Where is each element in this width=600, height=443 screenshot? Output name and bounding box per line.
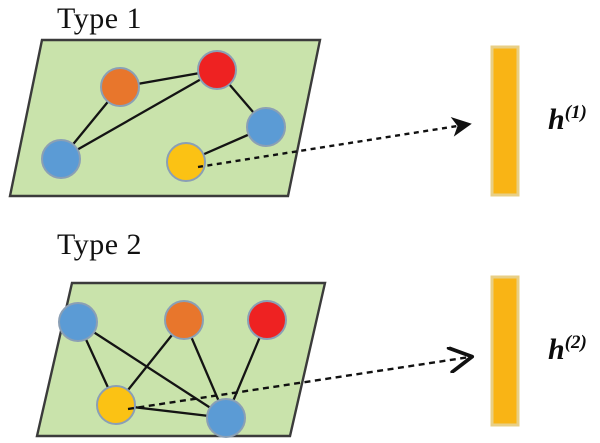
nodes-type-1 xyxy=(41,50,286,182)
output-label-type-1: h(1) xyxy=(548,103,587,135)
output-label-base: h xyxy=(548,103,565,136)
embedding-arrow-type-2 xyxy=(127,357,470,411)
graph-node[interactable] xyxy=(96,385,136,425)
output-label-base: h xyxy=(548,333,565,366)
panel-type-2 xyxy=(35,275,520,438)
output-label-superscript: (1) xyxy=(564,102,587,123)
embedding-bar-type-2 xyxy=(490,275,520,427)
panel-title-type-1: Type 1 xyxy=(57,2,143,35)
graph-node[interactable] xyxy=(206,398,246,438)
graph-node[interactable] xyxy=(197,50,237,90)
edge xyxy=(59,68,219,161)
graph-node[interactable] xyxy=(166,142,206,182)
nodes-type-2 xyxy=(58,300,287,438)
panel-title-type-2: Type 2 xyxy=(57,228,143,261)
edge xyxy=(76,320,228,420)
graph-node[interactable] xyxy=(41,139,81,179)
graph-node[interactable] xyxy=(247,300,287,340)
output-label-type-2: h(2) xyxy=(548,333,587,365)
graph-node[interactable] xyxy=(58,302,98,342)
panel-type-1 xyxy=(8,38,520,198)
embedding-bar-type-1 xyxy=(490,45,520,197)
output-label-superscript: (2) xyxy=(564,332,587,353)
plane-type-1 xyxy=(8,38,322,198)
graph-node[interactable] xyxy=(246,107,286,147)
graph-node[interactable] xyxy=(164,300,204,340)
embedding-arrow-type-1 xyxy=(197,117,472,169)
graph-node[interactable] xyxy=(100,67,140,107)
